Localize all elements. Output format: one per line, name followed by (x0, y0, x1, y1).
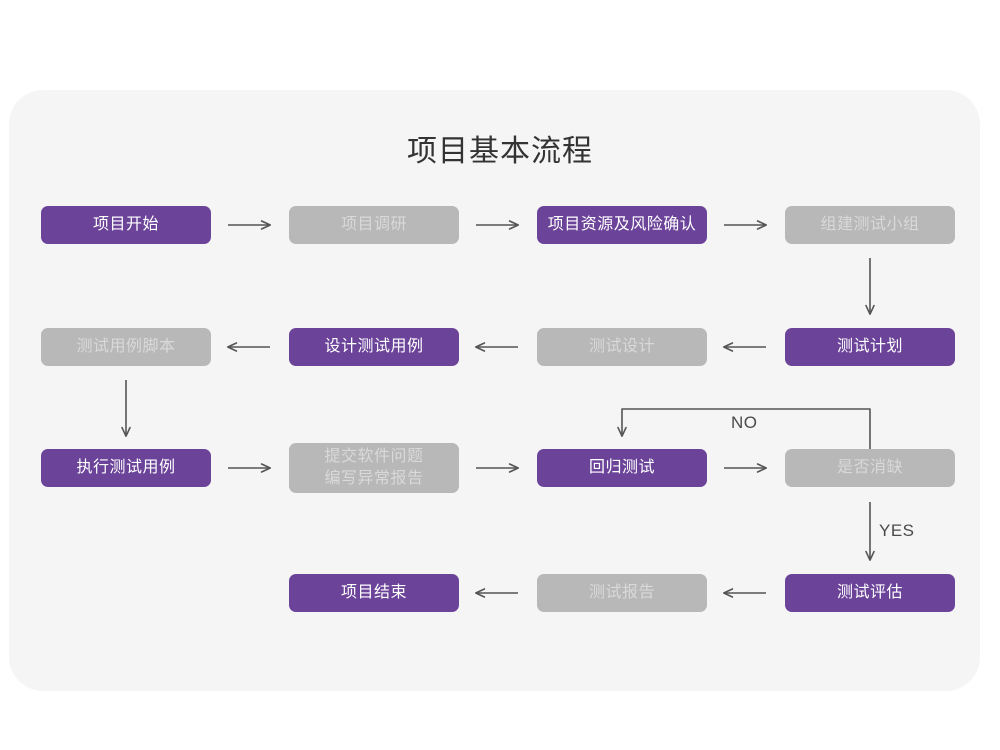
edge-label-yes: YES (879, 521, 915, 540)
node-testcase-script[interactable]: 测试用例脚本 (41, 328, 211, 366)
node-label: 项目资源及风险确认 (547, 216, 697, 233)
node-label: 项目结束 (340, 584, 407, 601)
node-regression-test[interactable]: 回归测试 (537, 449, 707, 487)
page-title: 项目基本流程 (407, 135, 593, 168)
node-label: 测试用例脚本 (76, 338, 176, 355)
node-test-design[interactable]: 测试设计 (537, 328, 707, 366)
node-execute-testcase[interactable]: 执行测试用例 (41, 449, 211, 487)
node-project-start[interactable]: 项目开始 (41, 206, 211, 244)
node-resource-risk-confirm[interactable]: 项目资源及风险确认 (537, 206, 707, 244)
node-label: 项目调研 (340, 216, 407, 233)
node-label: 组建测试小组 (820, 216, 920, 233)
node-defect-cleared[interactable]: 是否消缺 (785, 449, 955, 487)
node-label: 测试计划 (836, 338, 903, 355)
node-build-test-team[interactable]: 组建测试小组 (785, 206, 955, 244)
node-design-testcase[interactable]: 设计测试用例 (289, 328, 459, 366)
node-label: 提交软件问题 编写异常报告 (324, 448, 424, 487)
node-project-end[interactable]: 项目结束 (289, 574, 459, 612)
node-test-evaluation[interactable]: 测试评估 (785, 574, 955, 612)
node-label: 测试设计 (588, 338, 655, 355)
node-label: 测试评估 (836, 584, 903, 601)
node-label: 回归测试 (588, 459, 655, 476)
node-label: 项目开始 (92, 216, 159, 233)
node-label: 设计测试用例 (324, 338, 424, 355)
node-label: 是否消缺 (836, 459, 903, 476)
node-label: 执行测试用例 (76, 459, 176, 476)
node-test-report[interactable]: 测试报告 (537, 574, 707, 612)
node-label: 测试报告 (588, 584, 655, 601)
node-project-research[interactable]: 项目调研 (289, 206, 459, 244)
node-submit-issue-report[interactable]: 提交软件问题 编写异常报告 (289, 443, 459, 493)
node-test-plan[interactable]: 测试计划 (785, 328, 955, 366)
edge-label-no: NO (731, 413, 758, 432)
